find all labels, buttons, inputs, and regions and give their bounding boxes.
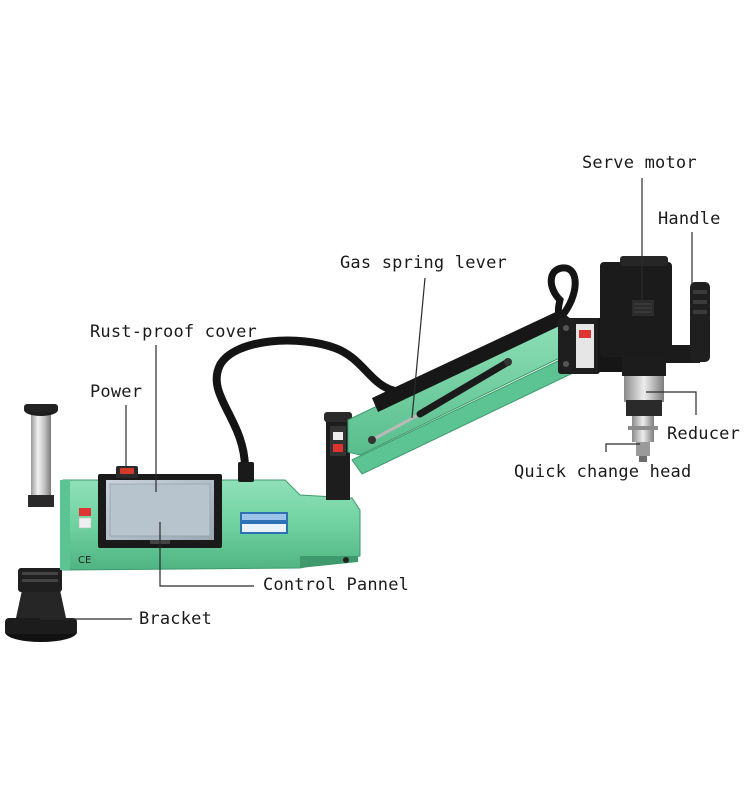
bracket-base [5,568,77,642]
label-control-pannel: Control Pannel [263,575,410,595]
label-gas-spring-lever: Gas spring lever [340,253,507,273]
handle [660,282,710,363]
power-switch [116,466,138,478]
leader-control-panel [159,522,254,587]
svg-text:CE: CE [78,555,91,566]
label-reducer: Reducer [667,424,741,444]
quick-change-head [628,416,658,462]
label-serve-motor: Serve motor [582,153,697,173]
label-quick-change-head: Quick change head [514,462,692,482]
leader-lines [40,178,697,620]
label-bracket: Bracket [139,609,213,629]
leader-gas-spring [411,277,426,419]
label-handle: Handle [658,209,721,229]
label-power: Power [90,382,143,402]
gas-spring [368,358,512,444]
pillar [24,404,58,507]
leader-reducer [646,391,697,415]
leader-quick-change [605,443,640,452]
reducer [622,356,666,416]
ce-mark-icon: CE [78,555,91,566]
control-panel [98,474,222,548]
joint-column [324,412,352,500]
servo-motor [600,256,672,357]
label-rust-proof-cover: Rust-proof cover [90,322,257,342]
